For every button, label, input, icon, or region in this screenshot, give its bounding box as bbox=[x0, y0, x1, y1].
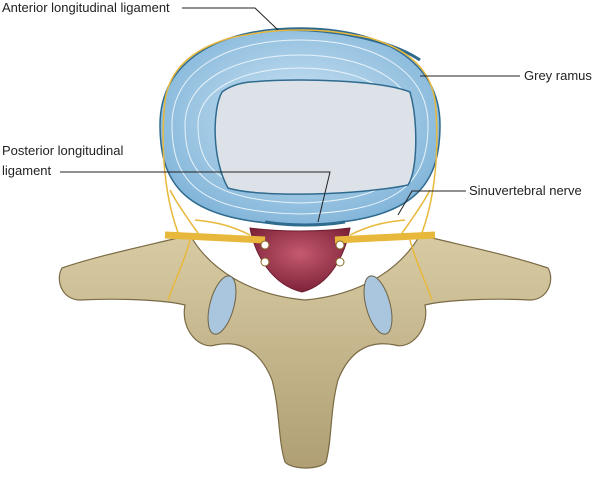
leader-posterior bbox=[60, 171, 331, 223]
right-facet-joint bbox=[363, 275, 393, 335]
intervertebral-disc bbox=[159, 27, 441, 227]
left-facet-joint bbox=[207, 275, 237, 335]
label-sinuvertebral-nerve: Sinuvertebral nerve bbox=[469, 183, 582, 198]
leader-lines bbox=[60, 7, 520, 223]
label-anterior-longitudinal-ligament: Anterior longitudinal ligament bbox=[2, 0, 170, 15]
vertebral-arch bbox=[58, 234, 552, 469]
label-grey-ramus: Grey ramus bbox=[524, 68, 592, 83]
nerves bbox=[162, 29, 438, 301]
nucleus-pulposus bbox=[214, 79, 417, 195]
sinuvertebral-nerve bbox=[399, 189, 431, 237]
label-posterior-longitudinal-ligament-line2: ligament bbox=[2, 163, 52, 178]
leader-anterior bbox=[182, 7, 279, 31]
leader-sinuvertebral bbox=[397, 190, 466, 216]
posterior-ligament-band bbox=[264, 220, 346, 227]
label-posterior-longitudinal-ligament-line1: Posterior longitudinal bbox=[2, 143, 124, 158]
